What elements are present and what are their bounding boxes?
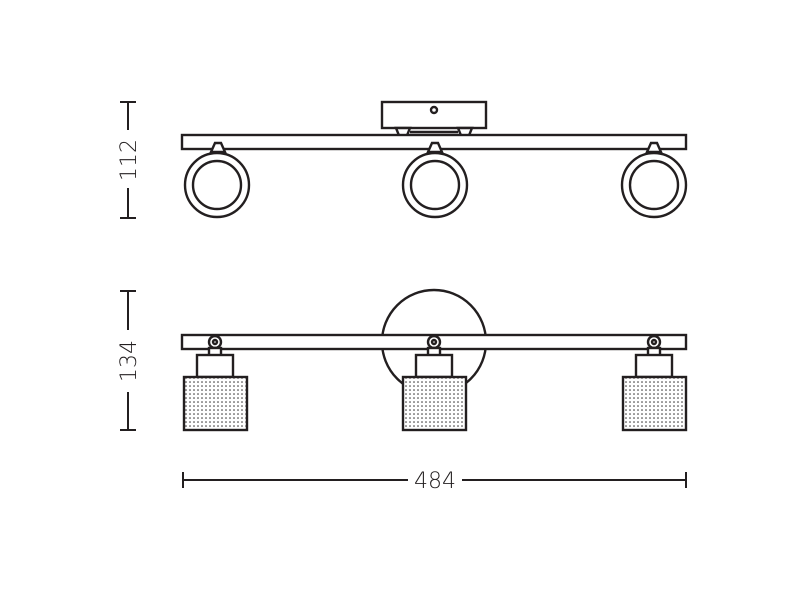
- top-spot-center: [401, 141, 469, 219]
- front-spot-left: [182, 334, 249, 432]
- dimension-label-484: 484: [414, 469, 456, 494]
- front-spot-right: [621, 334, 688, 432]
- dimension-front-height: 134: [117, 290, 142, 431]
- dimension-label-112: 112: [117, 139, 142, 181]
- front-view: 134 484: [117, 288, 688, 494]
- mounting-screw-hole: [429, 105, 439, 115]
- dimension-top-height: 112: [117, 101, 142, 219]
- front-spot-center: [401, 334, 468, 432]
- top-spot-left: [183, 141, 251, 219]
- top-spot-right: [620, 141, 688, 219]
- top-view: 112: [117, 100, 688, 219]
- dimension-label-134: 134: [117, 340, 142, 382]
- dimension-width: 484: [182, 469, 687, 494]
